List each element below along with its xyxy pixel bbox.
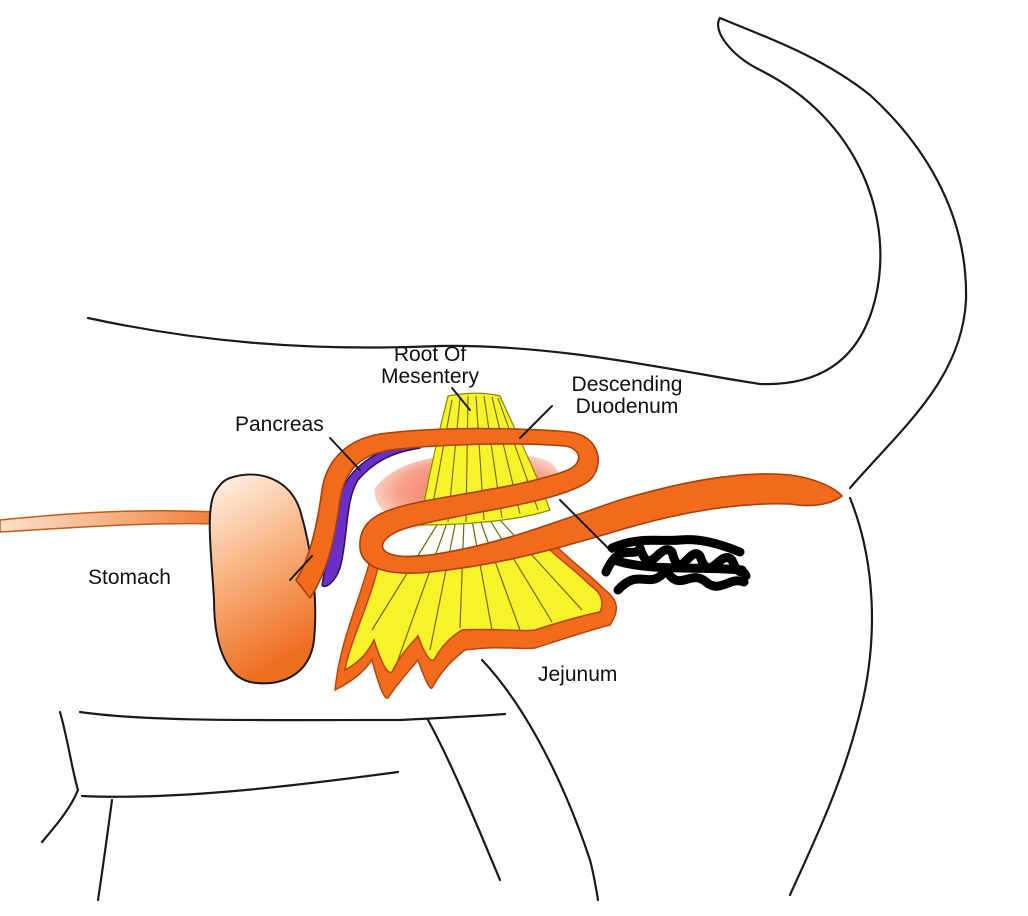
thigh-outline-a <box>426 718 502 882</box>
foreleg-outline-b <box>80 770 400 798</box>
root-leader <box>451 387 471 411</box>
stomach-leader <box>289 555 313 581</box>
root-label-line1: Root Of <box>393 343 467 366</box>
root-label-line2: Mesentery <box>380 365 480 388</box>
thigh-outline-b <box>480 658 592 862</box>
stomach-label: Stomach <box>88 566 171 589</box>
duodenum-tube <box>295 427 844 600</box>
pancreas-label: Pancreas <box>235 413 324 436</box>
ileum-leader <box>559 499 613 553</box>
leader-lines <box>289 387 613 581</box>
mesentery-lower-lines <box>371 519 583 661</box>
stomach <box>208 473 317 685</box>
back-outline <box>86 16 968 490</box>
scribble-redaction <box>601 535 751 595</box>
esophagus <box>0 509 223 533</box>
belly-outline <box>78 710 507 722</box>
foreleg-outline-a <box>40 710 80 844</box>
descending-leader <box>519 405 553 439</box>
rear-leg-outline <box>788 496 874 897</box>
thigh-outline-c <box>588 858 600 902</box>
descending-label-line2: Duodenum <box>575 395 679 418</box>
jejunum-label: Jejunum <box>538 663 618 686</box>
descending-duodenum-label: Descending Duodenum <box>554 374 700 418</box>
mesentery-lower <box>344 547 603 674</box>
root-of-mesentery-label: Root Of Mesentery <box>360 344 500 388</box>
pancreas-leader <box>329 437 361 471</box>
pancreas <box>321 439 421 587</box>
descending-label-line1: Descending <box>571 373 683 396</box>
foreleg-outline-c <box>96 798 114 902</box>
body-outline <box>40 16 968 902</box>
